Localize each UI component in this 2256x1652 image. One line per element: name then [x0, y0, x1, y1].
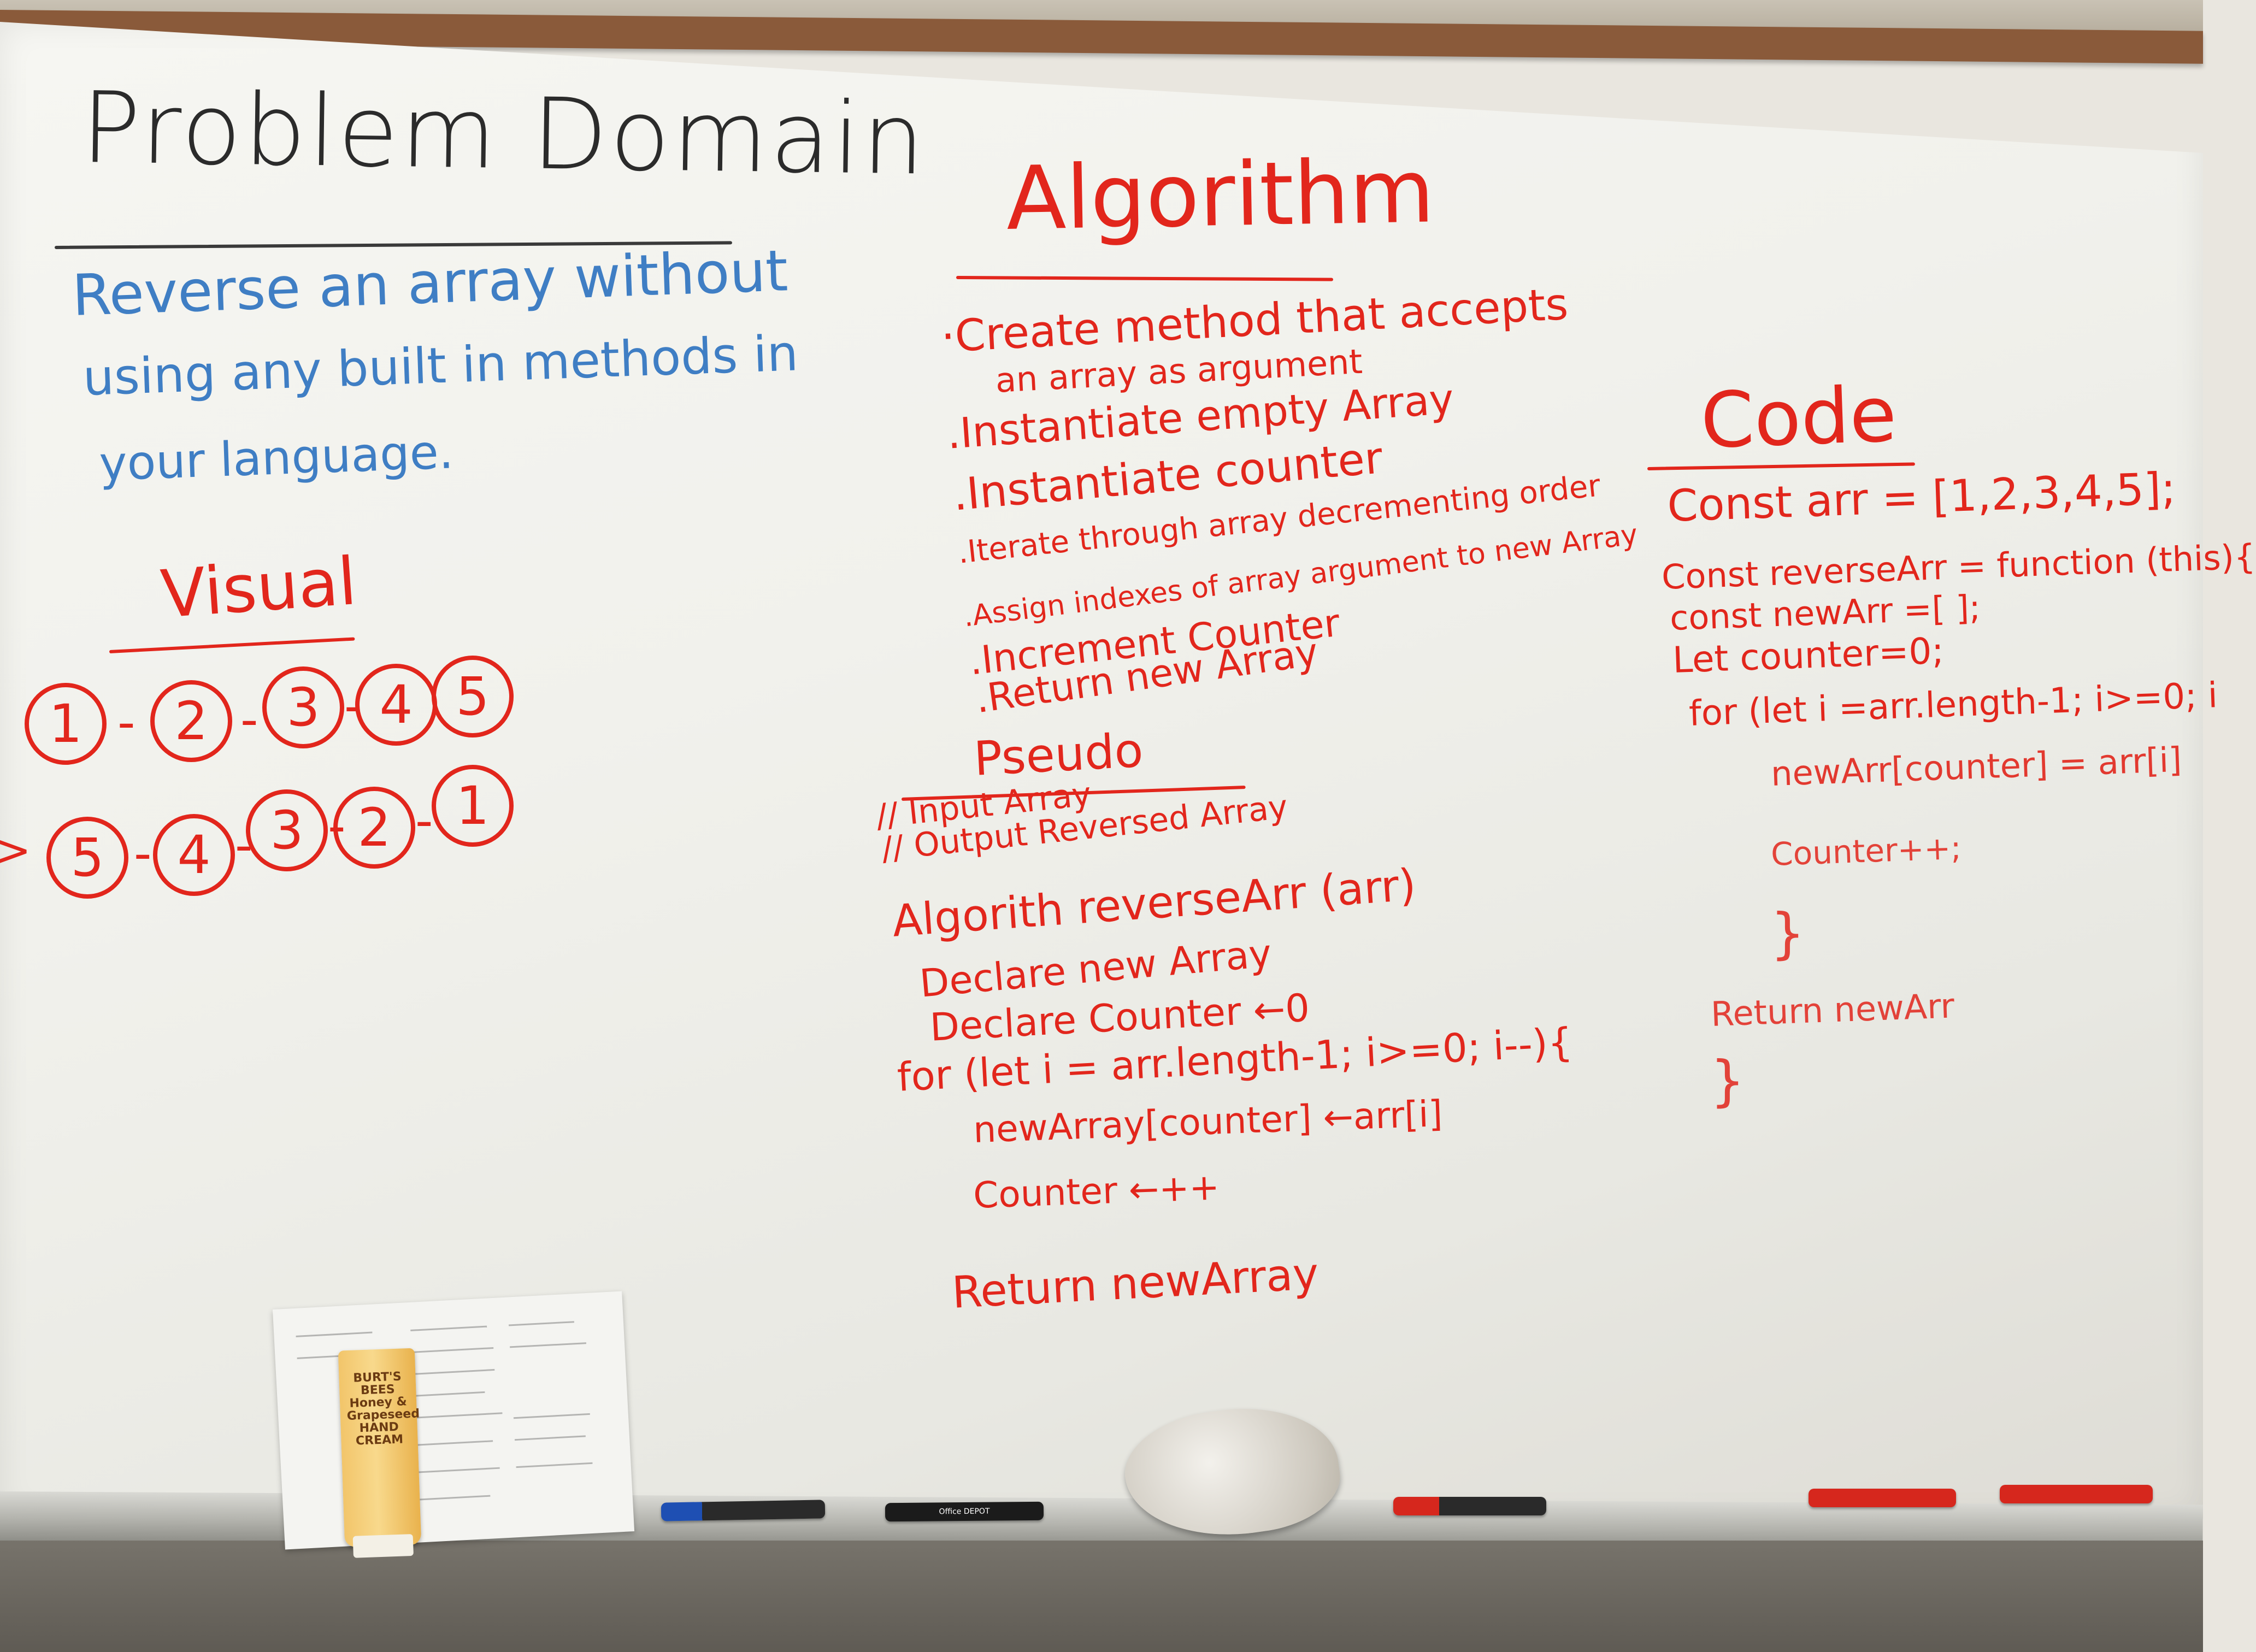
visual-circle: 4	[153, 814, 235, 896]
blue-marker	[661, 1500, 826, 1521]
code-line-8: }	[1770, 901, 1805, 965]
algorithm-title: Algorithm	[1005, 140, 1435, 250]
code-title: Code	[1699, 370, 1898, 466]
code-line-7: Counter++;	[1770, 829, 1962, 873]
visual-circle: 2	[150, 680, 232, 762]
visual-circle: 1	[25, 683, 107, 765]
visual-circle: 2	[333, 787, 415, 869]
red-marker	[1393, 1497, 1546, 1515]
visual-circle: 4	[355, 664, 437, 746]
hand-cream-label: BURT'S BEES Honey & Grapeseed HAND CREAM	[346, 1370, 420, 1448]
visual-circle: 1	[432, 765, 514, 847]
code-line-10: }	[1710, 1049, 1745, 1113]
whiteboard	[0, 22, 2203, 1519]
red-marker	[2000, 1485, 2153, 1503]
printed-sheet	[272, 1291, 635, 1550]
visual-arrow: >	[0, 825, 32, 876]
floor	[0, 1541, 2203, 1652]
code-line-9: Return newArr	[1710, 986, 1955, 1034]
black-marker: Office DEPOT	[885, 1501, 1044, 1522]
visual-dash: -	[117, 694, 136, 751]
visual-title: Visual	[158, 544, 360, 633]
visual-dash: -	[415, 792, 433, 849]
visual-circle: 5	[46, 817, 128, 899]
pseudo-line-8: Counter ←++	[973, 1166, 1221, 1217]
problem-domain-title: Problem Domain	[80, 71, 928, 197]
visual-dash: -	[134, 825, 152, 882]
visual-dash: -	[240, 691, 258, 748]
visual-circle: 3	[246, 789, 328, 871]
visual-circle: 3	[262, 666, 344, 748]
hand-cream-tube: BURT'S BEES Honey & Grapeseed HAND CREAM	[338, 1348, 422, 1558]
pseudo-title: Pseudo	[973, 723, 1145, 787]
visual-circle: 5	[432, 656, 514, 738]
red-marker	[1809, 1489, 1956, 1507]
